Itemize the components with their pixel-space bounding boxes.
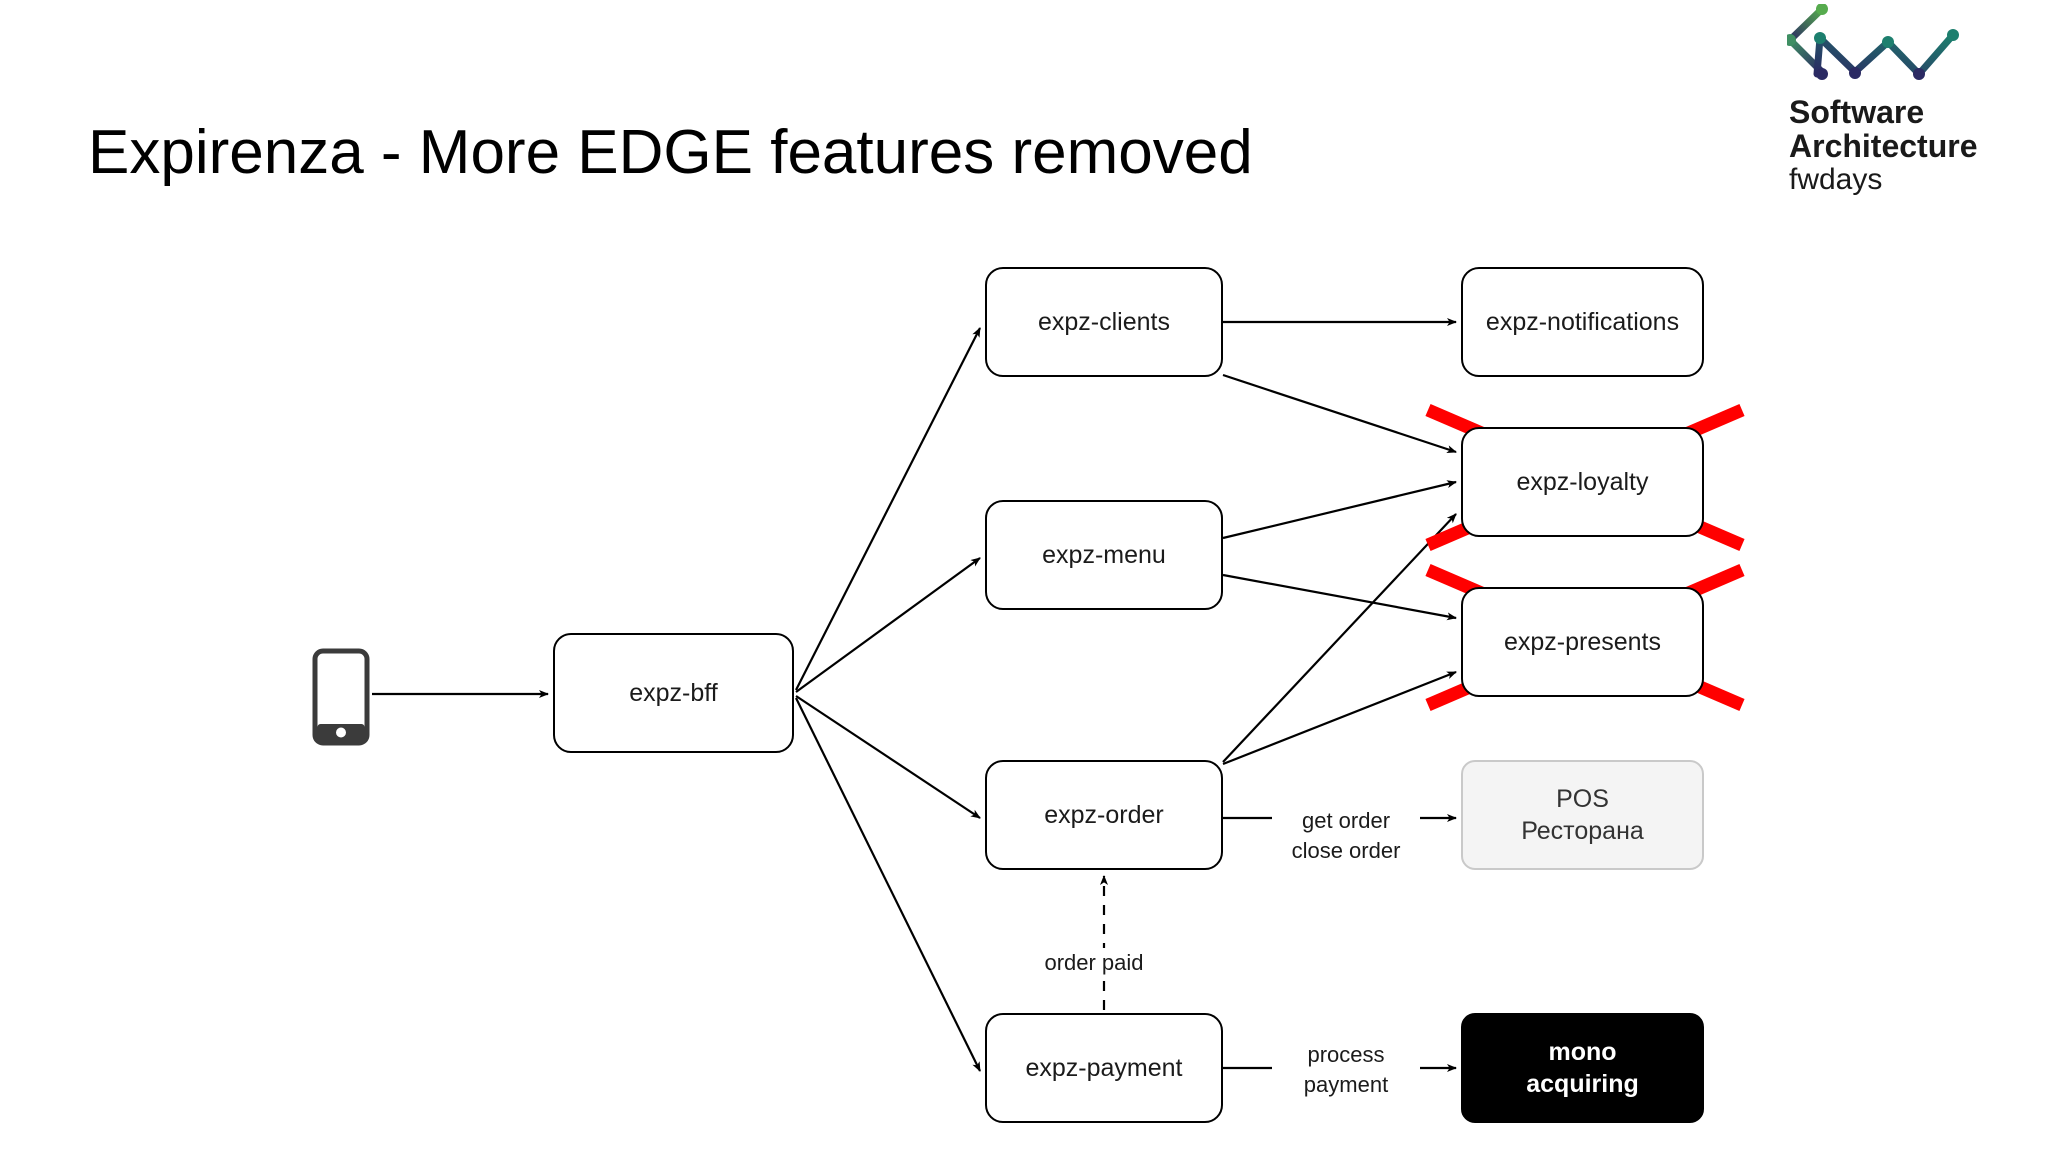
edge-label-get-close-order: get order close order <box>1272 806 1420 866</box>
node-expz-payment[interactable]: expz-payment <box>985 1013 1223 1123</box>
edge-bff-to-clients <box>795 327 981 691</box>
edge-label-process-payment: process payment <box>1272 1040 1420 1100</box>
edge-clients-to-loyalty <box>1222 373 1457 454</box>
edge-bff-to-menu <box>795 557 981 693</box>
node-expz-menu[interactable]: expz-menu <box>985 500 1223 610</box>
logo-line-architecture: Architecture <box>1789 127 1978 164</box>
edge-bff-to-payment <box>795 697 981 1072</box>
logo-wordmark: Software Architecture fwdays <box>1789 94 2037 196</box>
logo-line-software: Software <box>1789 94 1925 130</box>
node-expz-notifications[interactable]: expz-notifications <box>1461 267 1704 377</box>
node-expz-order[interactable]: expz-order <box>985 760 1223 870</box>
logo-line-fwdays: fwdays <box>1789 162 1883 196</box>
node-mono-acquiring[interactable]: mono acquiring <box>1461 1013 1704 1123</box>
edge-menu-to-loyalty <box>1222 480 1457 540</box>
brand-logo: Software Architecture fwdays <box>1787 4 2037 196</box>
edge-bff-to-order <box>795 695 981 819</box>
node-expz-clients[interactable]: expz-clients <box>985 267 1223 377</box>
edge-order-to-presents <box>1222 670 1457 766</box>
edge-label-order-paid: order paid <box>1000 948 1188 978</box>
edge-menu-to-presents <box>1222 573 1457 621</box>
zigzag-chart-logo-icon <box>1787 4 1959 80</box>
node-expz-loyalty[interactable]: expz-loyalty <box>1461 427 1704 537</box>
mobile-phone-icon <box>312 648 370 746</box>
node-expz-bff[interactable]: expz-bff <box>553 633 794 753</box>
node-expz-presents[interactable]: expz-presents <box>1461 587 1704 697</box>
node-pos-restaurant[interactable]: POS Ресторана <box>1461 760 1704 870</box>
edge-order-to-loyalty <box>1222 513 1457 763</box>
page-title: Expirenza - More EDGE features removed <box>88 118 1253 187</box>
